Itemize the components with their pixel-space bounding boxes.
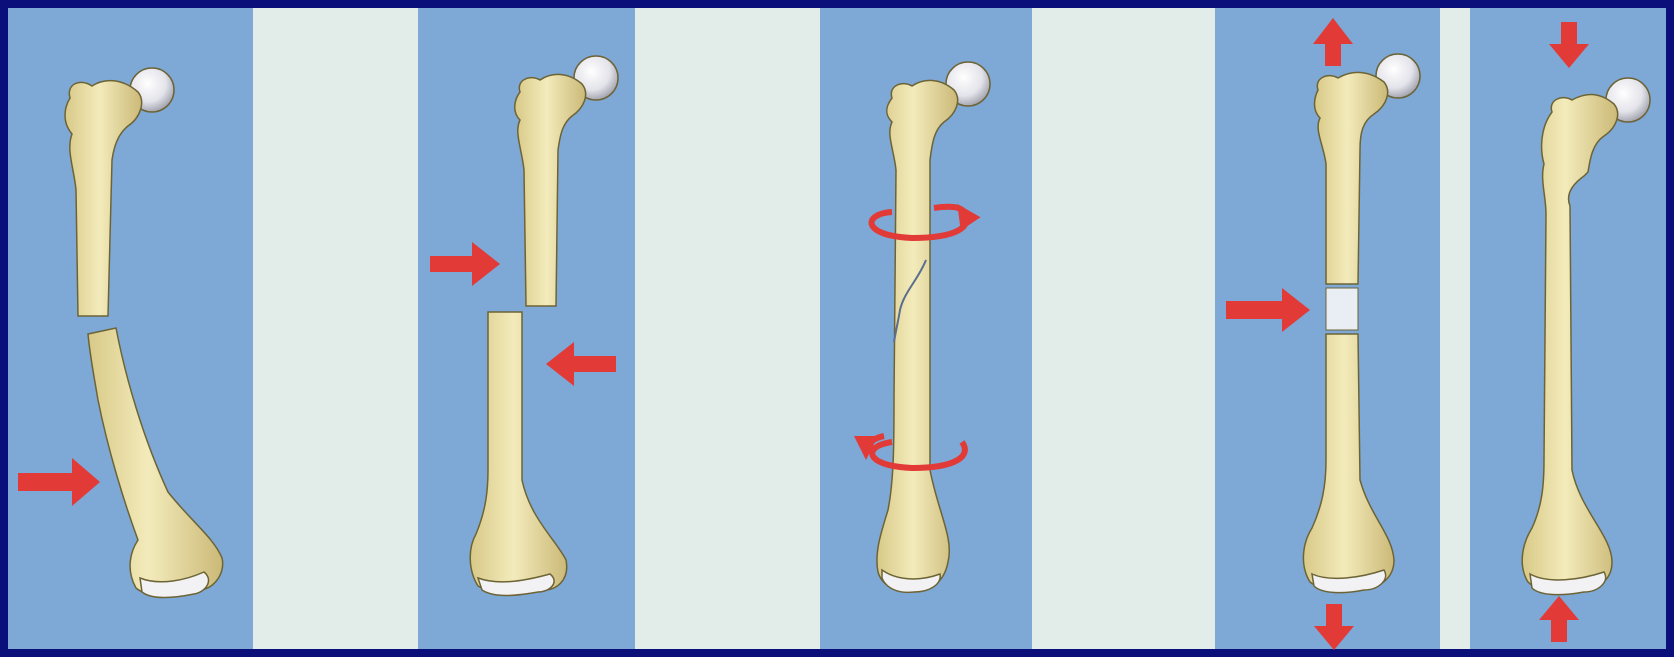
fracture-gap <box>1326 288 1358 330</box>
